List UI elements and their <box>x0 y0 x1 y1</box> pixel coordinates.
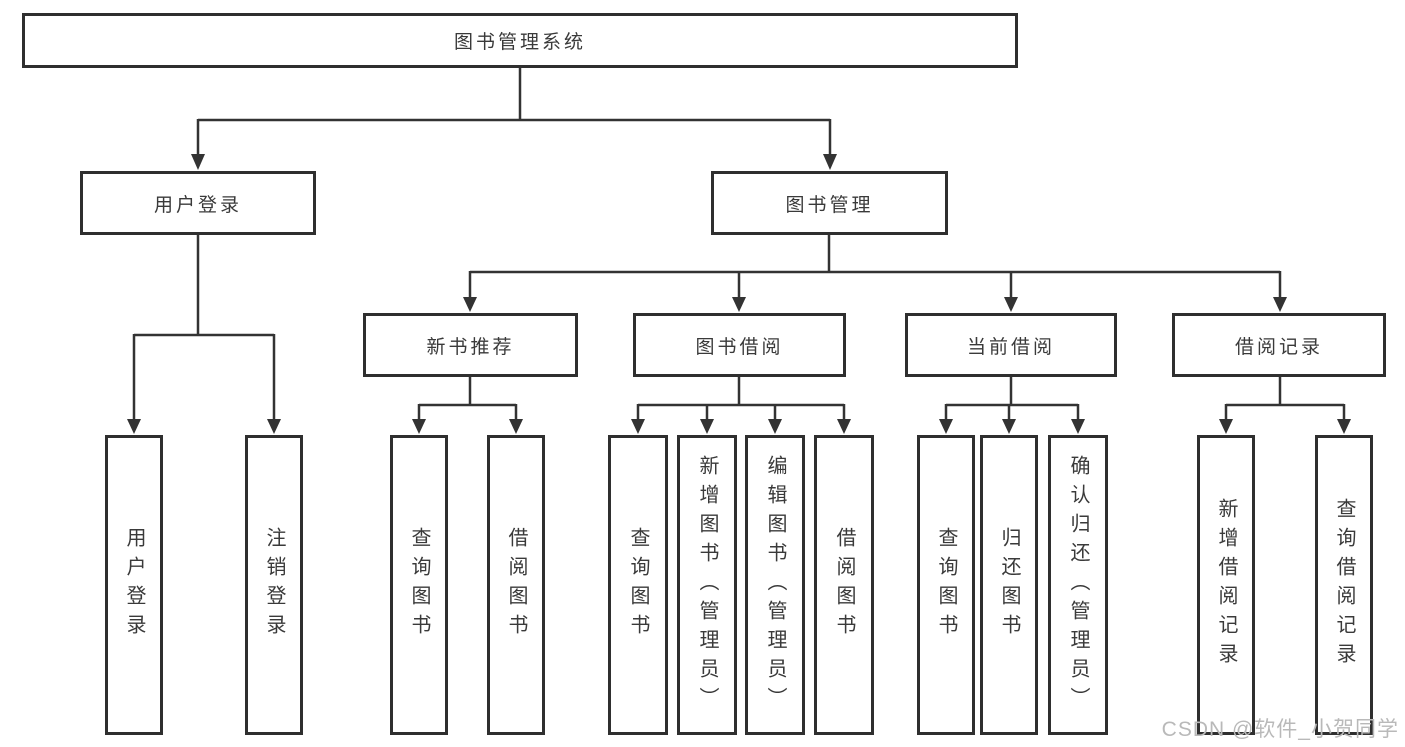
node-root: 图书管理系统 <box>22 13 1018 68</box>
node-user-login: 用户登录 <box>80 171 316 235</box>
node-book-borrow: 图书借阅 <box>633 313 846 377</box>
leaf-current-query-books: 查询图书 <box>917 435 975 735</box>
leaf-borrow-add-books-admin: 新增图书（管理员） <box>677 435 737 735</box>
leaf-recommend-borrow-books: 借阅图书 <box>487 435 545 735</box>
leaf-user-login: 用户登录 <box>105 435 163 735</box>
leaf-current-confirm-return-admin: 确认归还（管理员） <box>1048 435 1108 735</box>
leaf-borrow-query-books: 查询图书 <box>608 435 668 735</box>
node-current-borrow: 当前借阅 <box>905 313 1117 377</box>
leaf-current-return-books: 归还图书 <box>980 435 1038 735</box>
leaf-borrow-borrow-books: 借阅图书 <box>814 435 874 735</box>
leaf-logout-login: 注销登录 <box>245 435 303 735</box>
node-book-management: 图书管理 <box>711 171 948 235</box>
leaf-records-add-record: 新增借阅记录 <box>1197 435 1255 735</box>
node-new-book-recommend: 新书推荐 <box>363 313 578 377</box>
leaf-borrow-edit-books-admin: 编辑图书（管理员） <box>745 435 805 735</box>
node-borrow-records: 借阅记录 <box>1172 313 1386 377</box>
leaf-recommend-query-books: 查询图书 <box>390 435 448 735</box>
csdn-watermark: CSDN @软件_小贺同学 <box>1161 718 1399 741</box>
leaf-records-query-record: 查询借阅记录 <box>1315 435 1373 735</box>
